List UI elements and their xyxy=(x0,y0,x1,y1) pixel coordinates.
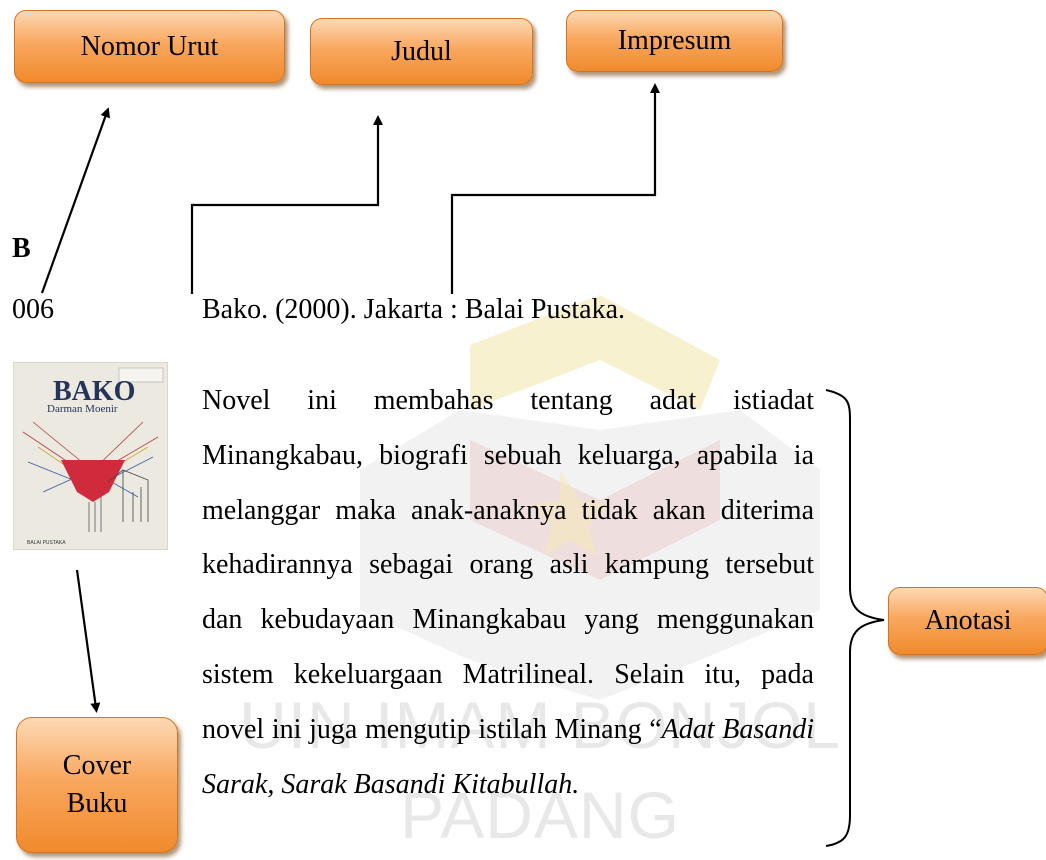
watermark-line-1: UIN IMAM BONJOL xyxy=(239,688,841,762)
arrow-to-nomor-urut xyxy=(40,107,111,294)
section-letter: B xyxy=(12,233,31,264)
nomor-urut-box: Nomor Urut xyxy=(14,10,285,83)
nomor-urut-label: Nomor Urut xyxy=(80,30,219,62)
watermark-text: UIN IMAM BONJOL PADANG xyxy=(180,680,900,860)
judul-label: Judul xyxy=(391,35,452,67)
cover-publisher: BALAI PUSTAKA xyxy=(27,540,66,546)
cover-buku-label-line-1: Cover xyxy=(62,750,132,781)
cover-author: Darman Moenir xyxy=(47,403,118,415)
impresum-label: Impresum xyxy=(617,25,732,56)
call-number: 006 xyxy=(12,294,54,325)
cover-buku-box: Cover Buku xyxy=(16,717,178,853)
annotation-text: Novel ini membahas tentang adat istiadat… xyxy=(202,385,814,745)
cover-buku-label-line-2: Buku xyxy=(66,788,128,819)
annotation-paragraph: Novel ini membahas tentang adat istiadat… xyxy=(202,374,814,812)
judul-box: Judul xyxy=(310,18,533,85)
watermark-line-2: PADANG xyxy=(400,778,680,852)
arrow-to-cover-buku xyxy=(75,569,101,713)
arrow-to-impresum xyxy=(450,83,660,294)
anotasi-box: Anotasi xyxy=(888,587,1046,655)
citation-text: Bako. (2000). Jakarta : Balai Pustaka. xyxy=(202,294,626,325)
cover-title: BAKO xyxy=(53,376,135,407)
annotation-brace xyxy=(825,389,885,847)
book-cover-image: BAKO Darman Moenir BALAI PUSTAKA xyxy=(13,362,168,550)
impresum-box: Impresum xyxy=(566,10,783,72)
anotasi-label: Anotasi xyxy=(924,605,1012,636)
arrow-to-judul xyxy=(190,115,383,294)
annotation-italic-phrase: Adat Basandi Sarak, Sarak Basandi Kitabu… xyxy=(202,713,814,800)
